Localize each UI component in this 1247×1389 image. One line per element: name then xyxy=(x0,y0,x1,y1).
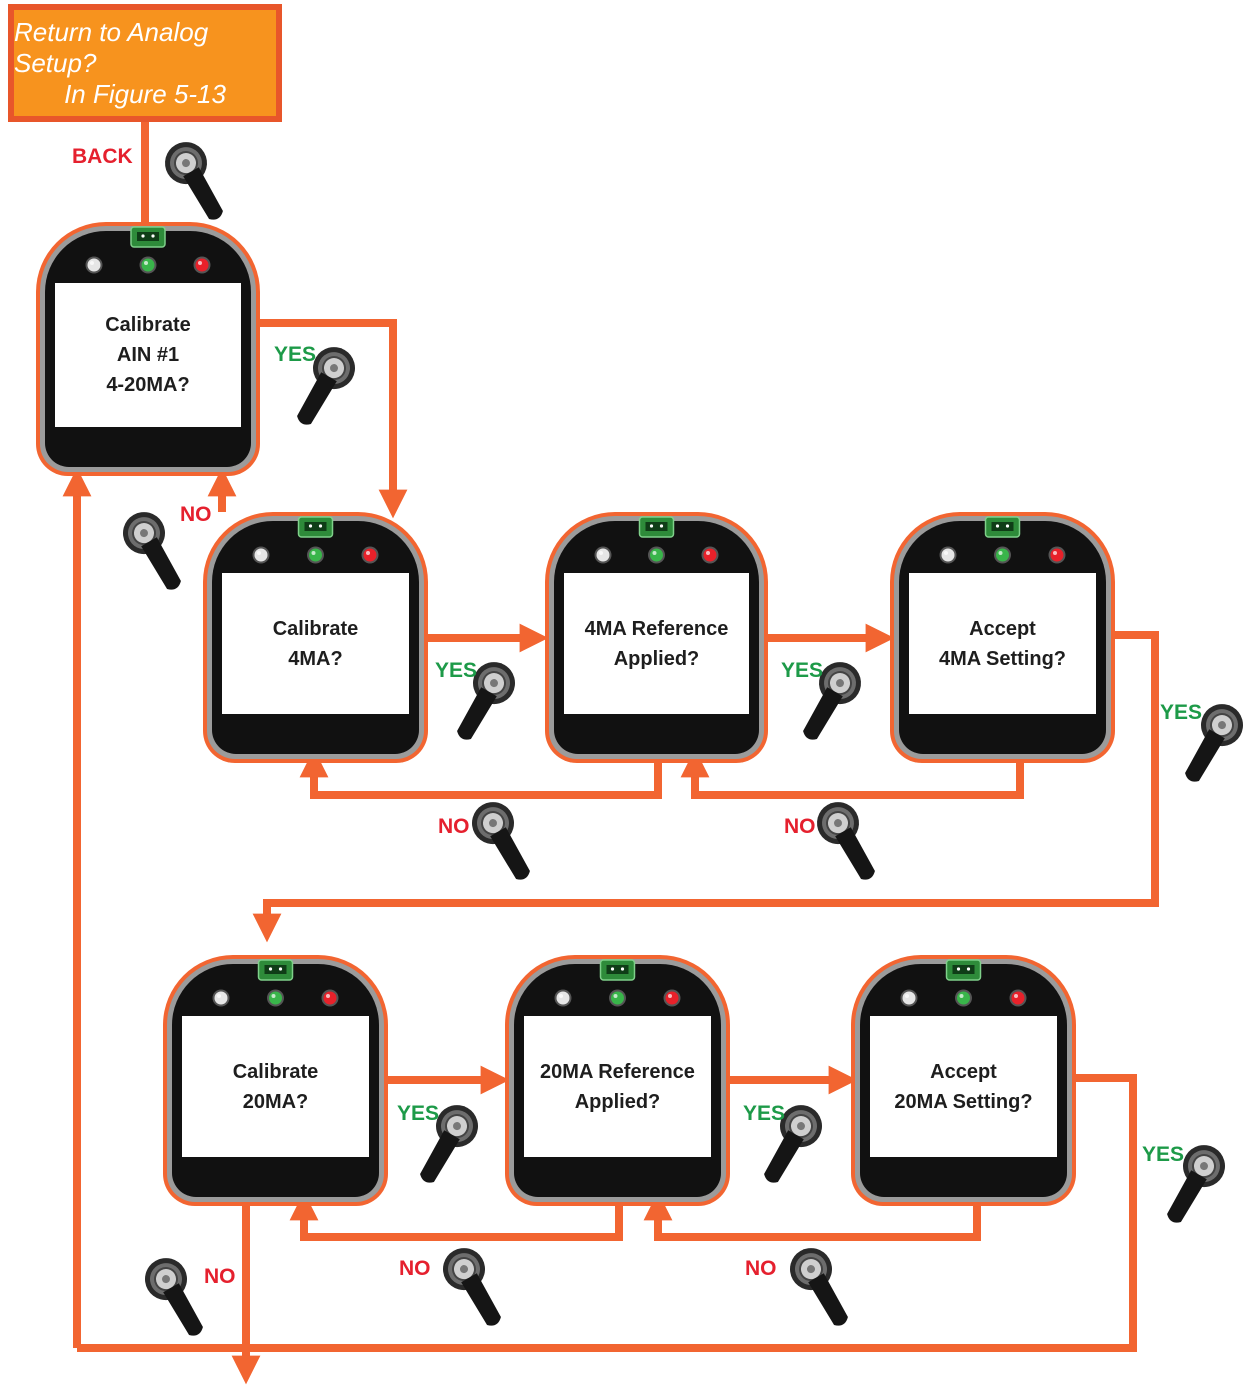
red-led-icon xyxy=(194,257,211,274)
header-line-1: Return to Analog Setup? xyxy=(14,17,276,79)
green-led-icon xyxy=(140,257,157,274)
selector-knob-icon xyxy=(435,1240,514,1335)
white-led-icon xyxy=(901,990,918,1007)
no-label-accept-4ma: NO xyxy=(784,815,816,839)
white-led-icon xyxy=(940,547,957,564)
yes-label-ref-4ma: YES xyxy=(781,659,823,683)
selector-knob-icon xyxy=(157,134,236,229)
no-label-ref-20ma: NO xyxy=(399,1257,431,1281)
usb-connector-icon xyxy=(299,517,333,537)
usb-connector-icon xyxy=(131,227,165,247)
yes-label-cal-4ma: YES xyxy=(435,659,477,683)
red-led-icon xyxy=(322,990,339,1007)
yes-label-cal-20ma: YES xyxy=(397,1102,439,1126)
yes-label-accept-4ma: YES xyxy=(1160,701,1202,725)
no-label-cal-20ma: NO xyxy=(204,1265,236,1289)
red-led-icon xyxy=(702,547,719,564)
screen-text-line: Applied? xyxy=(614,644,700,674)
screen-text-line: 4MA? xyxy=(288,644,342,674)
green-led-icon xyxy=(648,547,665,564)
no-label-cal-4ma: NO xyxy=(180,503,212,527)
screen-text-line: Calibrate xyxy=(273,614,359,644)
screen-text-line: Accept xyxy=(930,1057,997,1087)
header-line-2: In Figure 5-13 xyxy=(64,79,226,110)
usb-connector-icon xyxy=(601,960,635,980)
white-led-icon xyxy=(253,547,270,564)
screen-text-line: 4MA Setting? xyxy=(939,644,1066,674)
white-led-icon xyxy=(213,990,230,1007)
yes-label-ain: YES xyxy=(274,343,316,367)
red-led-icon xyxy=(362,547,379,564)
screen-text-line: 4MA Reference xyxy=(585,614,729,644)
red-led-icon xyxy=(664,990,681,1007)
usb-connector-icon xyxy=(259,960,293,980)
return-to-analog-setup-box: Return to Analog Setup? In Figure 5-13 xyxy=(8,4,282,122)
no-label-ref-4ma: NO xyxy=(438,815,470,839)
screen-text-line: 20MA Reference xyxy=(540,1057,695,1087)
white-led-icon xyxy=(595,547,612,564)
red-led-icon xyxy=(1049,547,1066,564)
usb-connector-icon xyxy=(640,517,674,537)
yes-label-ref-20ma: YES xyxy=(743,1102,785,1126)
white-led-icon xyxy=(86,257,103,274)
selector-knob-icon xyxy=(809,794,888,889)
green-led-icon xyxy=(267,990,284,1007)
usb-connector-icon xyxy=(947,960,981,980)
green-led-icon xyxy=(307,547,324,564)
screen-text-line: AIN #1 xyxy=(117,340,179,370)
screen-text-line: Accept xyxy=(969,614,1036,644)
no-label-accept-20ma: NO xyxy=(745,1257,777,1281)
green-led-icon xyxy=(994,547,1011,564)
screen-text-line: Calibrate xyxy=(105,310,191,340)
screen-text-line: 4-20MA? xyxy=(106,370,189,400)
screen-text-line: 20MA Setting? xyxy=(894,1087,1032,1117)
green-led-icon xyxy=(609,990,626,1007)
green-led-icon xyxy=(955,990,972,1007)
usb-connector-icon xyxy=(986,517,1020,537)
yes-label-accept-20ma: YES xyxy=(1142,1143,1184,1167)
red-led-icon xyxy=(1010,990,1027,1007)
white-led-icon xyxy=(555,990,572,1007)
back-label: BACK xyxy=(72,145,133,169)
screen-text-line: Applied? xyxy=(575,1087,661,1117)
selector-knob-icon xyxy=(782,1240,861,1335)
selector-knob-icon xyxy=(464,794,543,889)
screen-text-line: 20MA? xyxy=(243,1087,309,1117)
screen-text-line: Calibrate xyxy=(233,1057,319,1087)
